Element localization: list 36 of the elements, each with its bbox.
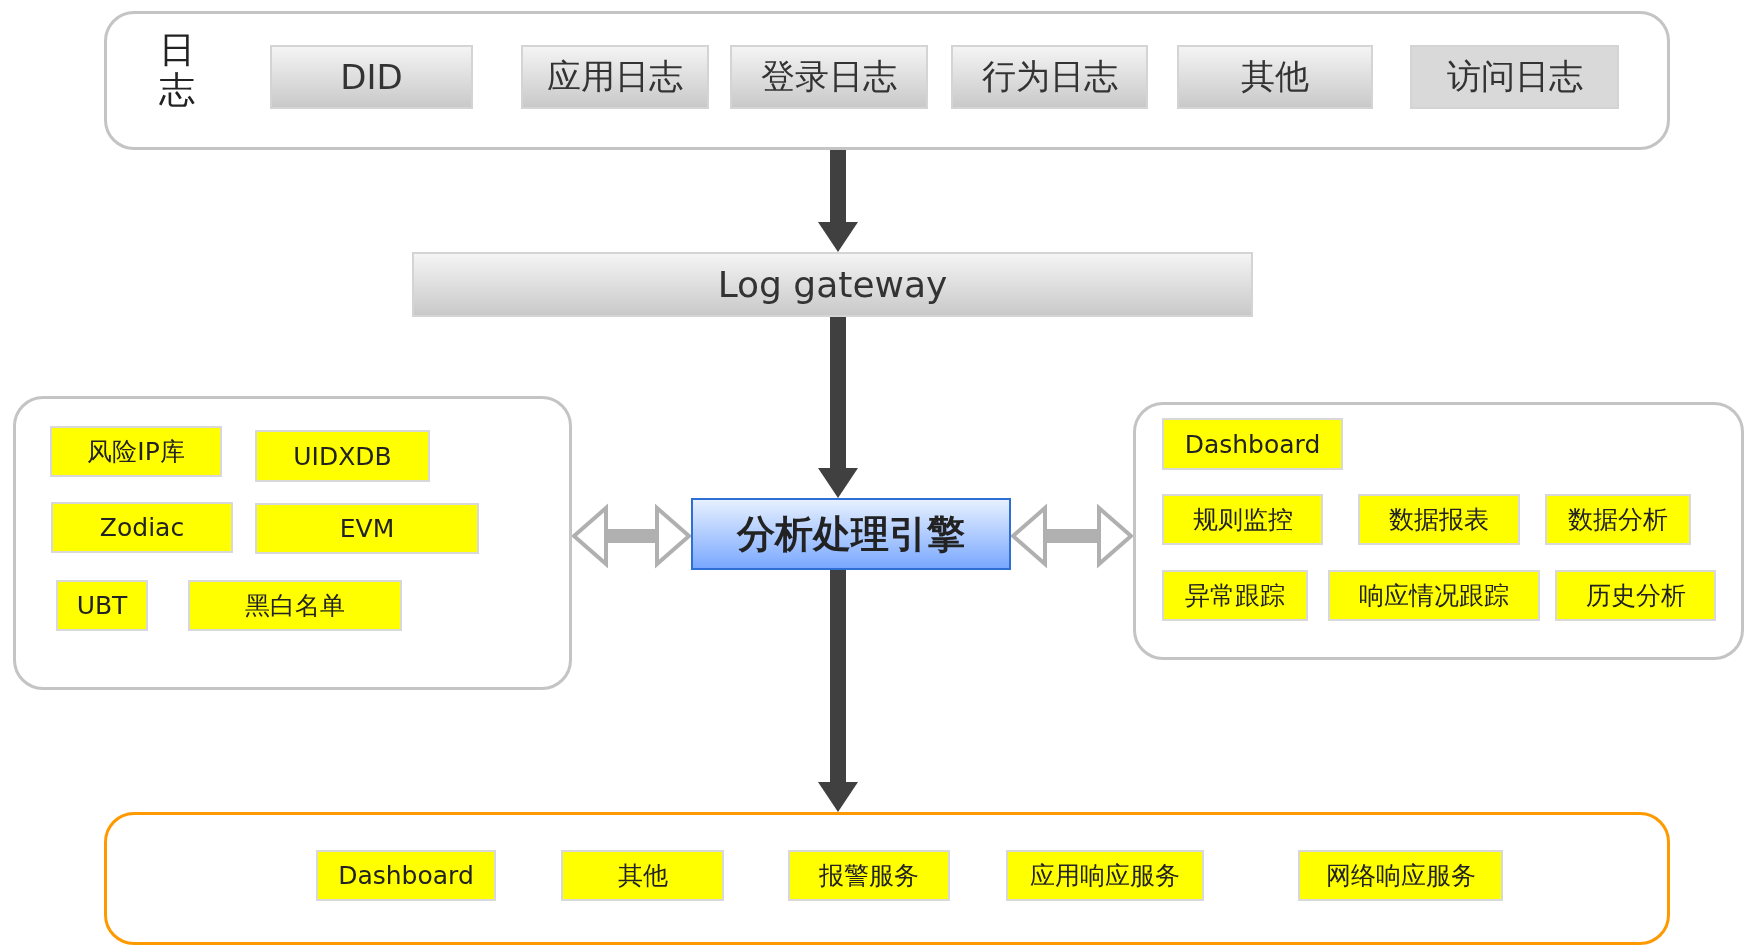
tag-label: Dashboard [316,850,496,901]
group-heading: 日志 [159,30,195,110]
gateway-bar: Log gateway [412,252,1253,317]
double-arrow [1011,506,1133,566]
tag-label: Dashboard [1162,418,1343,470]
tag-label: 风险IP库 [50,426,222,477]
double-arrow [572,506,691,566]
tag-label: 数据分析 [1545,494,1691,545]
tag-label: 其他 [561,850,724,901]
tag-label: 异常跟踪 [1162,570,1308,621]
group-panel [104,11,1670,150]
engine-box: 分析处理引擎 [691,498,1011,570]
tag-label: 响应情况跟踪 [1328,570,1540,621]
log-source-box: 其他 [1177,45,1373,109]
tag-label: UIDXDB [255,430,430,482]
arrow [818,317,858,498]
tag-label: Zodiac [51,502,233,553]
tag-label: 报警服务 [788,850,950,901]
log-source-box: 访问日志 [1410,45,1619,109]
tag-label: 规则监控 [1162,494,1323,545]
log-source-box: DID [270,45,473,109]
tag-label: UBT [56,580,148,631]
tag-label: 黑白名单 [188,580,402,631]
tag-label: 应用响应服务 [1006,850,1204,901]
tag-label: 网络响应服务 [1298,850,1503,901]
group-panel [13,396,572,690]
tag-label: EVM [255,503,479,554]
log-source-box: 登录日志 [730,45,928,109]
tag-label: 历史分析 [1555,570,1716,621]
arrow [818,570,858,812]
tag-label: 数据报表 [1358,494,1520,545]
log-source-box: 行为日志 [951,45,1148,109]
arrow [818,150,858,252]
group-panel [104,812,1670,945]
log-source-box: 应用日志 [521,45,709,109]
group-panel [1133,402,1744,660]
